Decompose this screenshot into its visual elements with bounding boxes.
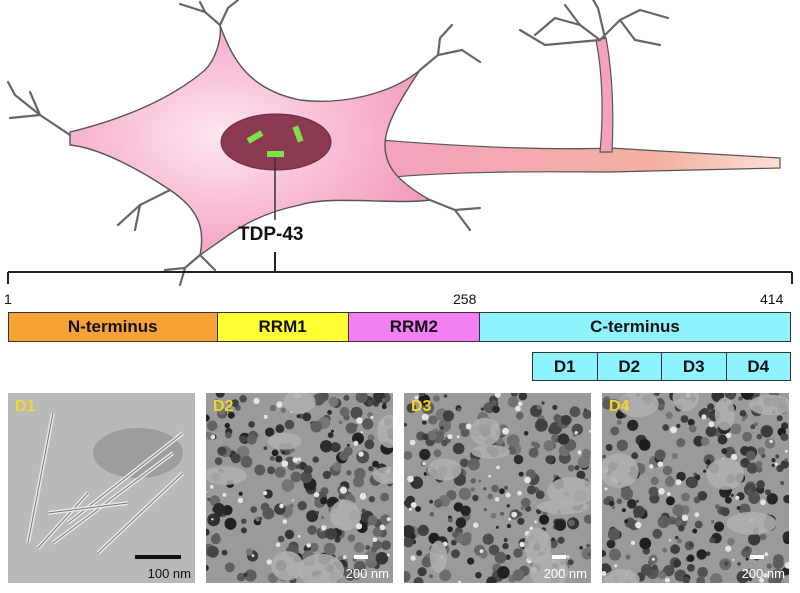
panel-label-d2: D2 (213, 398, 234, 415)
em-image-d1 (8, 393, 195, 583)
subdomain-d3: D3 (662, 353, 727, 380)
domain-rrm1: RRM1 (217, 313, 349, 341)
scale-text-d2: 200 nm (345, 566, 389, 581)
em-panel-d2: D2 200 nm (206, 393, 393, 583)
subdomain-d2: D2 (598, 353, 662, 380)
axon (379, 139, 781, 179)
c-terminal-subdomain-bar: D1 D2 D3 D4 (532, 352, 791, 381)
position-258: 258 (453, 291, 477, 307)
panel-label-d1: D1 (15, 398, 36, 415)
axon-branch (595, 37, 614, 153)
em-panel-d4: D4 200 nm (602, 393, 789, 583)
position-start: 1 (4, 291, 12, 307)
tdp43-marker (246, 130, 264, 144)
domain-rrm2: RRM2 (348, 313, 480, 341)
panel-label-d3: D3 (411, 398, 432, 415)
em-image-d2 (206, 393, 393, 583)
scale-bar-d3 (552, 555, 566, 559)
tdp43-marker (292, 125, 304, 143)
scale-text-d4: 200 nm (741, 566, 785, 581)
scale-bar-d2 (354, 555, 368, 559)
em-panel-d1: D1 100 nm (8, 393, 195, 583)
neuron-illustration (6, 0, 793, 287)
scale-bar-d1 (135, 555, 181, 559)
panel-label-d4: D4 (609, 398, 630, 415)
position-end: 414 (760, 291, 784, 307)
protein-bracket (7, 252, 793, 284)
domain-n-terminus: N-terminus (9, 313, 218, 341)
subdomain-d4: D4 (747, 356, 770, 376)
scale-text-d1: 100 nm (147, 566, 191, 581)
em-image-d4 (602, 393, 789, 583)
protein-label: TDP-43 (238, 224, 304, 245)
nucleus (220, 113, 332, 171)
scale-bar-d4 (750, 555, 764, 559)
em-panel-d3: D3 200 nm (404, 393, 591, 583)
domain-c-terminus: C-terminus (479, 313, 790, 341)
dendrites (6, 0, 670, 287)
em-image-d3 (404, 393, 591, 583)
subdomain-d1: D1 (533, 353, 598, 380)
tdp43-marker (267, 151, 284, 157)
scale-text-d3: 200 nm (543, 566, 587, 581)
